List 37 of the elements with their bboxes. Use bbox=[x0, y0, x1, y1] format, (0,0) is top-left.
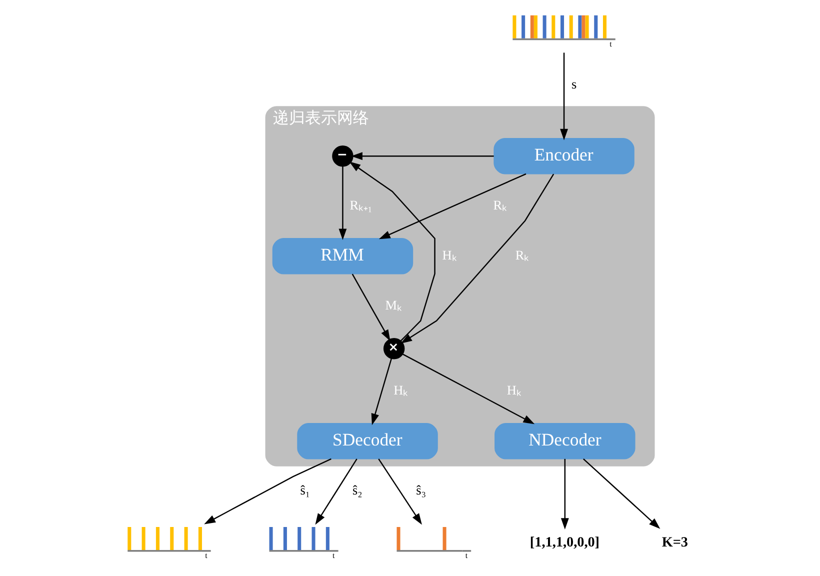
node-circle: × bbox=[383, 338, 405, 360]
edge-label: Mₖ bbox=[385, 298, 402, 313]
arrow bbox=[378, 173, 526, 240]
arrow bbox=[204, 458, 332, 524]
edge-label: Hₖ bbox=[442, 248, 457, 263]
node-label: t bbox=[465, 551, 468, 560]
arrow bbox=[338, 166, 347, 240]
arrow bbox=[349, 161, 436, 342]
edge-label: Rₖ bbox=[493, 198, 508, 213]
arrow bbox=[371, 358, 392, 426]
edge-label: ŝ₃ bbox=[416, 482, 426, 498]
node-text: K=3 bbox=[662, 534, 688, 550]
edge-label: Hₖ bbox=[506, 382, 522, 398]
node-circle: − bbox=[332, 145, 354, 167]
node-label: t bbox=[205, 551, 208, 560]
arrow bbox=[352, 274, 390, 342]
node-box: NDecoder bbox=[494, 423, 636, 460]
node-box: RMM bbox=[272, 238, 414, 274]
edge-label: s bbox=[572, 76, 577, 92]
node-box: Encoder bbox=[494, 138, 634, 174]
edge-label: Rₖ bbox=[515, 248, 530, 263]
arrow bbox=[402, 354, 535, 424]
arrow bbox=[560, 458, 569, 530]
arrow bbox=[378, 458, 422, 525]
arrow bbox=[400, 174, 554, 344]
edge-label: Hₖ bbox=[394, 382, 408, 398]
arrow bbox=[351, 152, 494, 160]
node-text: [1,1,1,0,0,0] bbox=[530, 534, 600, 550]
edge-label: ŝ₁ bbox=[300, 482, 310, 498]
node-label: t bbox=[332, 551, 335, 560]
edge-label: ŝ₂ bbox=[352, 482, 362, 498]
node-label: t bbox=[610, 40, 612, 49]
arrow bbox=[315, 458, 358, 525]
arrow bbox=[560, 52, 568, 140]
node-box: SDecoder bbox=[297, 423, 438, 460]
edge-label: Rₖ₊₁ bbox=[350, 198, 372, 213]
arrow bbox=[583, 458, 660, 529]
